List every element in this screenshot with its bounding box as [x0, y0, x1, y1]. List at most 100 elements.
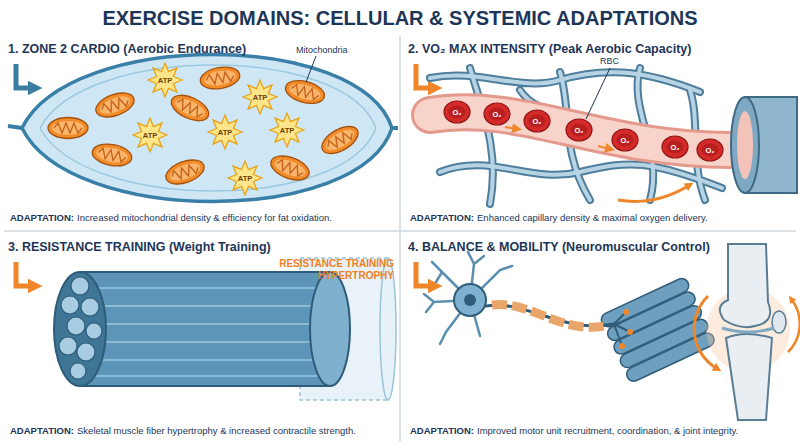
- adaptation-note: ADAPTATION:Enhanced capillary density & …: [410, 212, 794, 223]
- flow-arrow: [505, 127, 517, 129]
- atp-burst: [148, 63, 182, 97]
- oxygen-label: O₂: [574, 126, 583, 135]
- atp-burst: [133, 63, 304, 195]
- muscle-bundle: [90, 287, 330, 289]
- diagram-title: EXERCISE DOMAINS: CELLULAR & SYSTEMIC AD…: [0, 7, 800, 30]
- mitochondrion: [90, 141, 133, 169]
- muscle-bundle: [599, 276, 716, 383]
- axon: [492, 304, 604, 327]
- mitochondrion: [163, 155, 208, 188]
- panel-arrow: [16, 262, 32, 286]
- knee-joint: [720, 244, 770, 327]
- adaptation-key: ADAPTATION:: [10, 212, 74, 223]
- muscle-bundle: [90, 375, 330, 377]
- muscle-bundle: [59, 277, 102, 379]
- oxygen-label: O₂: [532, 117, 541, 126]
- adaptation-key: ADAPTATION:: [410, 425, 474, 436]
- leader-line: [306, 56, 316, 82]
- muscle-bundle: [77, 343, 95, 361]
- oxygen-label: O₂: [705, 146, 714, 155]
- red-blood-cell: [444, 101, 470, 123]
- knee-joint: [788, 300, 800, 352]
- artery-section: [737, 111, 753, 179]
- adaptation-text: Improved motor unit recruitment, coordin…: [477, 425, 738, 436]
- knee-joint: [694, 244, 800, 420]
- atp-label: ATP: [143, 131, 157, 140]
- muscle-fiber: [40, 65, 376, 128]
- mitochondrion: [48, 118, 88, 139]
- panel-heading: 3. RESISTANCE TRAINING (Weight Training): [8, 240, 271, 254]
- atp-label: ATP: [238, 174, 252, 183]
- muscle-bundle: [599, 276, 716, 383]
- artery-section: [731, 97, 759, 193]
- neuron: [454, 284, 486, 316]
- muscle-bundle: [90, 323, 330, 325]
- red-blood-cell: [662, 136, 688, 158]
- atp-burst: [208, 115, 242, 149]
- oxygen-label: O₂: [492, 110, 501, 119]
- axon: [486, 304, 630, 346]
- nerve-terminal: [627, 329, 633, 335]
- capillary-network: [430, 68, 722, 204]
- nerve-terminal: [623, 309, 629, 315]
- red-blood-cell: [566, 119, 592, 141]
- capillary-network: [430, 68, 722, 204]
- muscle-bundle: [61, 296, 79, 314]
- capillary-network: [430, 68, 722, 204]
- atp-label: ATP: [280, 126, 294, 135]
- artery-section: [731, 97, 797, 193]
- atp-label: ATP: [218, 128, 232, 137]
- panel-divider: [399, 36, 401, 442]
- capillary-network: [470, 68, 493, 204]
- adaptation-key: ADAPTATION:: [10, 425, 74, 436]
- nerve-terminal: [619, 343, 625, 349]
- hypertrophy-label: RESISTANCE TRAINING HYPERTROPHY: [250, 258, 394, 281]
- panel-heading: 4. BALANCE & MOBILITY (Neuromuscular Con…: [408, 240, 710, 254]
- panel-arrow: [16, 64, 32, 88]
- panel-heading: 2. VO₂ MAX INTENSITY (Peak Aerobic Capac…: [408, 42, 691, 56]
- panel-heading: 1. ZONE 2 CARDIO (Aerobic Endurance): [8, 42, 246, 56]
- leader-line: [586, 68, 610, 119]
- leader-line: [306, 56, 316, 82]
- muscle-bundle: [59, 337, 77, 355]
- panel-box: 4. BALANCE & MOBILITY (Neuromuscular Con…: [404, 234, 796, 442]
- nerve-terminal: [619, 309, 633, 349]
- panel-arrow: [416, 262, 432, 286]
- neuron: [464, 294, 476, 306]
- panel-arrow: [16, 262, 32, 286]
- panel-arrow: [416, 262, 432, 286]
- knee-joint: [772, 311, 786, 333]
- red-blood-cell: [444, 101, 723, 161]
- mitochondrion: [198, 64, 241, 92]
- muscle-bundle: [54, 272, 350, 386]
- atp-label: ATP: [158, 76, 172, 85]
- axon: [614, 312, 630, 346]
- muscle-bundle: [70, 363, 86, 379]
- panel-box: 1. ZONE 2 CARDIO (Aerobic Endurance) ADAP…: [4, 36, 396, 229]
- muscle-bundle: [90, 305, 330, 307]
- mitochondrion: [317, 121, 362, 159]
- callout-label: Mitochondria: [296, 45, 348, 55]
- muscle-bundle: [67, 317, 85, 335]
- muscle-fiber: [22, 55, 392, 202]
- red-blood-cell: [697, 139, 723, 161]
- flow-arrow: [618, 186, 688, 201]
- panel-arrow: [16, 64, 32, 88]
- knee-joint: [694, 296, 716, 368]
- muscle-bundle: [71, 277, 89, 295]
- mitochondrion: [93, 88, 138, 121]
- red-blood-cell: [484, 103, 510, 125]
- muscle-bundle: [86, 323, 102, 339]
- mitochondrion: [283, 77, 327, 108]
- atp-burst: [228, 161, 262, 195]
- adaptation-note: ADAPTATION:Increased mitochondrial densi…: [10, 212, 394, 223]
- callout-label: RBC: [600, 56, 619, 66]
- muscle-bundle: [310, 272, 350, 386]
- panel-divider: [4, 36, 796, 442]
- adaptation-key: ADAPTATION:: [410, 212, 474, 223]
- red-blood-cell: [524, 110, 550, 132]
